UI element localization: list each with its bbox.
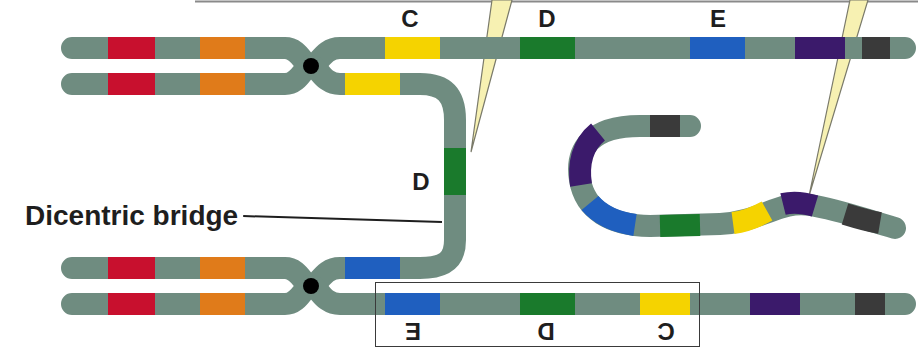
chromosome-band bbox=[385, 37, 440, 59]
chromosome-band bbox=[650, 115, 680, 137]
chromosome-band bbox=[660, 225, 700, 226]
chromosome-band bbox=[845, 214, 880, 223]
chromosome-band bbox=[580, 132, 598, 185]
centromere bbox=[303, 58, 319, 74]
centromere bbox=[303, 278, 319, 294]
chromosome-band bbox=[345, 257, 400, 279]
band-letter: C bbox=[401, 7, 418, 31]
chromosome-band bbox=[108, 37, 155, 59]
chromatid bbox=[72, 48, 905, 66]
chromosome-band bbox=[862, 37, 890, 59]
chromosome-band bbox=[200, 37, 245, 59]
leader-wedge bbox=[809, 0, 868, 196]
chromosome-band bbox=[108, 257, 155, 279]
chromosome-band bbox=[345, 73, 400, 95]
band-letter: C bbox=[657, 319, 674, 343]
chromosome-band bbox=[108, 293, 155, 315]
chromosome-band bbox=[200, 73, 245, 95]
chromosome-band bbox=[385, 293, 440, 315]
chromosome-band bbox=[590, 203, 635, 225]
chromosome-band bbox=[520, 293, 575, 315]
chromosome-band bbox=[855, 293, 885, 315]
acentric-fragment bbox=[579, 126, 895, 228]
leader-wedge bbox=[471, 0, 512, 152]
inversion-box: EDC bbox=[375, 282, 700, 347]
band-letter: E bbox=[710, 7, 726, 31]
chromosome-band bbox=[108, 73, 155, 95]
chromosome-band bbox=[733, 211, 767, 223]
chromosome-band bbox=[783, 203, 815, 206]
chromosome-band bbox=[640, 293, 690, 315]
dicentric-chromatid bbox=[72, 66, 455, 286]
chromatid bbox=[72, 286, 905, 304]
chromosome-band bbox=[690, 37, 745, 59]
chromosome-band bbox=[200, 257, 245, 279]
callout-frame bbox=[195, 1, 918, 3]
band-letter: D bbox=[537, 319, 554, 343]
leader-line bbox=[243, 216, 442, 222]
band-letter: D bbox=[538, 7, 555, 31]
callout-label: Dicentric bridge bbox=[25, 202, 238, 230]
chromosome-band bbox=[750, 293, 800, 315]
band-letter: E bbox=[405, 319, 421, 343]
chromosome-band bbox=[795, 37, 845, 59]
chromosome-band bbox=[200, 293, 245, 315]
chromosome-band bbox=[444, 148, 466, 195]
band-letter: D bbox=[412, 170, 429, 194]
chromosome-band bbox=[520, 37, 575, 59]
